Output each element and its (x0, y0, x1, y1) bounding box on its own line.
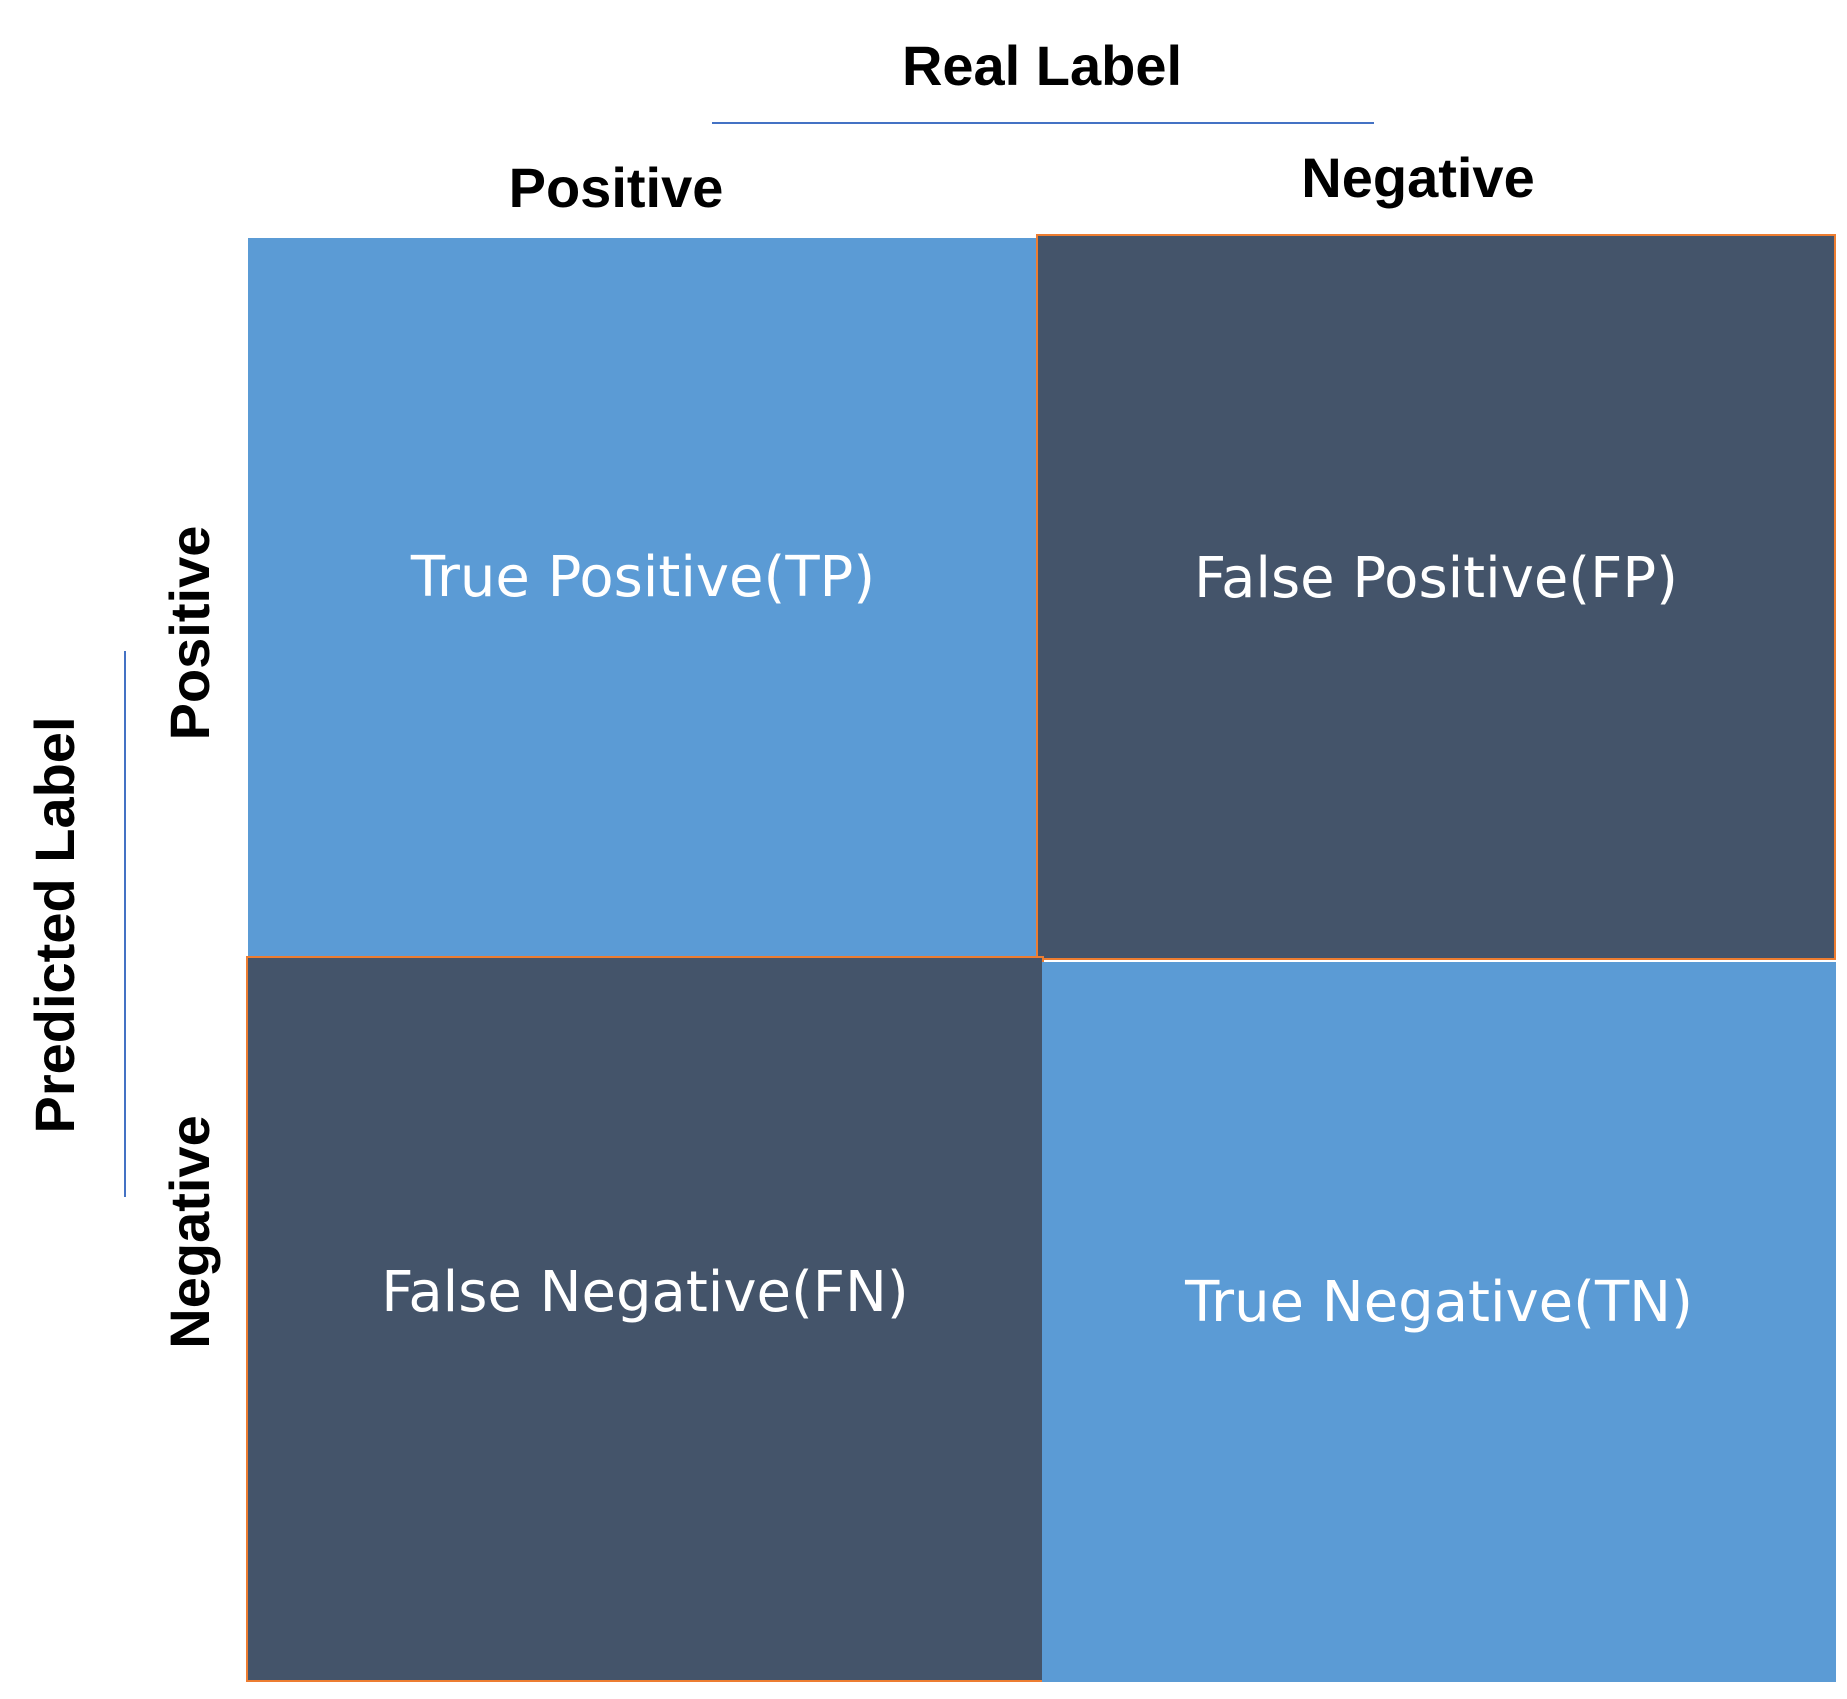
cell-false-positive-label: False Positive(FP) (1194, 546, 1678, 611)
row-label-negative: Negative (158, 1115, 221, 1349)
predicted-label-title: Predicted Label (23, 716, 86, 1134)
real-label-underline (712, 122, 1374, 124)
column-label-negative: Negative (1301, 146, 1535, 209)
cell-false-negative: False Negative(FN) (246, 956, 1044, 1682)
column-label-positive: Positive (508, 156, 724, 219)
cell-true-negative-label: True Negative(TN) (1185, 1270, 1693, 1335)
cell-true-negative: True Negative(TN) (1042, 962, 1836, 1682)
cell-true-positive: True Positive(TP) (248, 238, 1038, 958)
cell-false-positive: False Positive(FP) (1036, 234, 1836, 960)
row-label-positive: Positive (158, 525, 221, 741)
cell-false-negative-label: False Negative(FN) (381, 1260, 909, 1325)
real-label-title: Real Label (901, 34, 1183, 97)
cell-true-positive-label: True Positive(TP) (410, 545, 876, 610)
predicted-label-rule (124, 651, 126, 1197)
